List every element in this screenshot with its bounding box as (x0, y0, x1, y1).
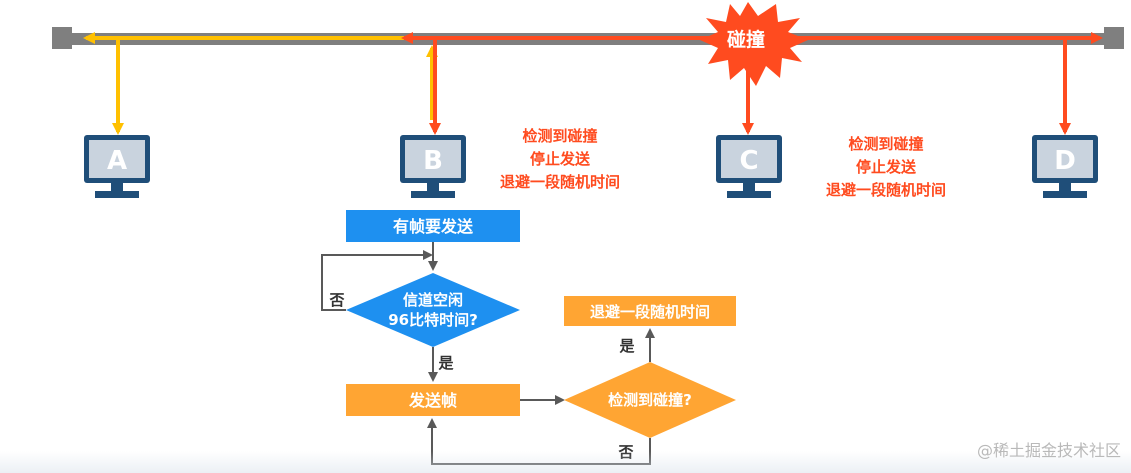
monitor-screen (721, 140, 777, 178)
flow-start-text: 有帧要发送 (393, 217, 474, 236)
note-c: 检测到碰撞 停止发送 退避一段随机时间 (826, 135, 946, 199)
flow-backoff-text: 退避一段随机时间 (590, 303, 710, 321)
bottom-fade (0, 451, 1131, 473)
monitor-stand (427, 183, 439, 191)
collision-label: 碰撞 (727, 28, 765, 51)
note-c-line-1: 检测到碰撞 (848, 135, 923, 153)
station-label: C (739, 146, 758, 176)
flowchart: 有帧要发送 信道空闲 96比特时间? 否 是 发送帧 检测到碰撞? 是 退避一段… (321, 210, 736, 465)
flow-yes-label-2: 是 (618, 337, 635, 355)
monitor-base (411, 191, 455, 198)
station-b: B (400, 135, 466, 198)
bus-terminator-left (52, 27, 72, 49)
station-c: C (716, 135, 782, 198)
flow-arrow-idle-no-loop (321, 250, 433, 311)
collision-burst-shape (700, 2, 808, 86)
flow-idle-diamond (346, 273, 520, 347)
monitor-screen (89, 140, 145, 178)
monitor-base (1043, 191, 1087, 198)
flow-idle-text-2: 96比特时间? (388, 311, 478, 329)
monitor-stand (1059, 183, 1071, 191)
note-b: 检测到碰撞 停止发送 退避一段随机时间 (500, 127, 620, 191)
flow-no-label-1: 否 (328, 291, 344, 309)
flow-backoff-box (564, 296, 736, 326)
flow-send-text: 发送帧 (408, 391, 457, 410)
flow-collision-text: 检测到碰撞? (608, 391, 692, 409)
note-b-line-1: 检测到碰撞 (522, 127, 597, 145)
bus-terminator-right (1104, 27, 1124, 49)
station-a: A (84, 135, 150, 198)
watermark: @稀土掘金技术社区 (976, 441, 1121, 460)
signal-a (83, 32, 438, 135)
note-b-line-2: 停止发送 (530, 150, 591, 168)
monitor-base (727, 191, 771, 198)
station-d: D (1032, 135, 1098, 198)
flow-yes-label-1: 是 (437, 354, 454, 372)
monitor-stand (111, 183, 123, 191)
monitor-screen (405, 140, 461, 178)
monitor-base (95, 191, 139, 198)
note-b-line-3: 退避一段随机时间 (500, 173, 620, 191)
flow-start-box (346, 210, 520, 242)
flow-send-box (346, 384, 520, 416)
monitor-stand (743, 183, 755, 191)
flow-idle-text-1: 信道空闲 (403, 291, 463, 309)
station-label: B (423, 146, 443, 176)
station-label: D (1054, 146, 1076, 176)
collision-burst: 碰撞 (700, 2, 808, 86)
note-c-line-2: 停止发送 (856, 158, 917, 176)
note-c-line-3: 退避一段随机时间 (826, 181, 946, 199)
monitor-screen (1037, 140, 1093, 178)
flow-collision-diamond (564, 362, 736, 438)
station-label: A (107, 146, 127, 176)
